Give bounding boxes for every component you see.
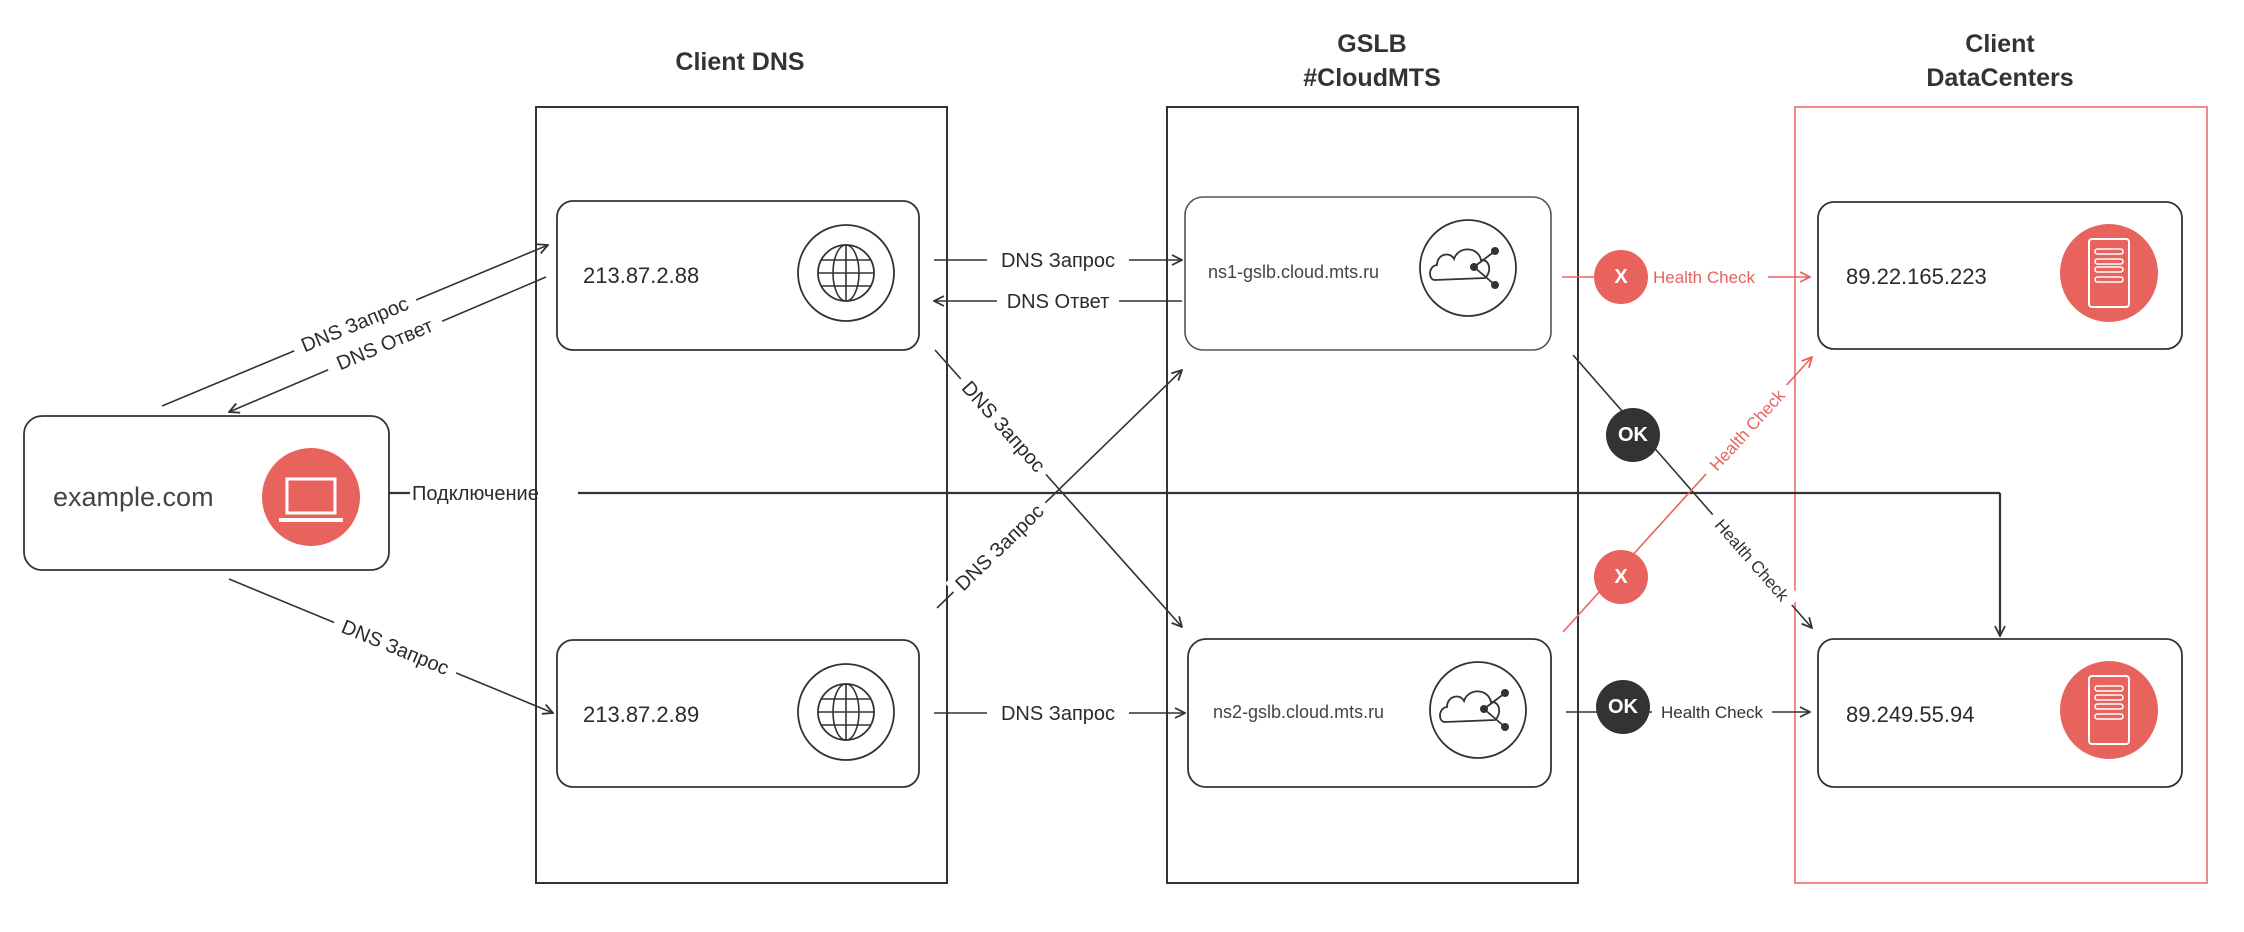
node-dns2-label: 213.87.2.89 [583,702,699,727]
column-title-datacenters: Client [1965,30,2035,58]
edge-ns1-to-dns1: DNS Ответ [934,288,1182,314]
status-badge-fail [1594,250,1648,304]
client-dns-column [535,106,948,884]
edge-label-client-to-dns2: DNS Запрос [338,616,452,680]
cloud-network-icon [1429,661,1527,759]
server-icon [2060,224,2158,322]
node-ns2-label: ns2-gslb.cloud.mts.ru [1213,702,1384,722]
edge-label-connection: Подключение [412,483,539,505]
edge-label-ns2-to-dc2: Health Check [1661,703,1764,722]
status-badge-text: OK [1608,696,1639,718]
globe-icon [797,663,895,761]
gslb-column [1166,106,1579,884]
edge-ns2-to-dc2: Health Check OK [1566,680,1810,734]
edge-dns2-to-ns2: DNS Запрос [934,700,1185,726]
status-badge-ok [1606,408,1660,462]
node-dns2[interactable]: 213.87.2.89 [556,639,920,788]
datacenters-column [1794,106,2208,884]
edge-label-ns1-to-dc2: Health Check [1711,516,1793,606]
column-title-gslb-sub: #CloudMTS [1303,64,1441,92]
laptop-icon [262,448,360,546]
edge-label-dns2-to-ns2: DNS Запрос [1001,703,1115,725]
edge-connection: Подключение [389,483,2000,636]
status-badge-text: X [1614,566,1628,588]
node-ns1-label: ns1-gslb.cloud.mts.ru [1208,262,1379,282]
status-badge-text: OK [1618,424,1649,446]
node-client[interactable]: example.com [23,415,390,571]
node-dc2[interactable]: 89.249.55.94 [1817,638,2183,788]
edge-label-ns1-to-dc1: Health Check [1653,268,1756,287]
edge-dns1-to-ns1: DNS Запрос [934,247,1182,273]
node-dns1-label: 213.87.2.88 [583,263,699,288]
globe-icon [797,224,895,322]
edge-dns1-to-client: DNS Ответ [229,276,547,412]
edge-ns1-to-dc1: Health Check X [1562,250,1810,304]
edge-label-ns1-to-dns1: DNS Ответ [1007,291,1110,313]
server-icon [2060,661,2158,759]
status-badge-ok [1596,680,1650,734]
node-dns1[interactable]: 213.87.2.88 [556,200,920,351]
column-title-client-dns: Client DNS [675,48,804,76]
node-ns1[interactable]: ns1-gslb.cloud.mts.ru [1184,196,1552,351]
edge-label-dns1-to-ns1: DNS Запрос [1001,250,1115,272]
node-client-label: example.com [53,482,214,512]
cloud-network-icon [1419,219,1517,317]
column-title-gslb: GSLB [1337,30,1406,58]
status-badge-fail [1594,550,1648,604]
node-dc2-label: 89.249.55.94 [1846,702,1974,727]
edge-label-dns2-to-ns1: DNS Запрос [951,500,1048,595]
node-dc1[interactable]: 89.22.165.223 [1817,201,2183,350]
node-ns2[interactable]: ns2-gslb.cloud.mts.ru [1187,638,1552,788]
edge-client-to-dns2: DNS Запрос [228,578,553,713]
status-badge-text: X [1614,266,1628,288]
edge-client-to-dns1: DNS Запрос [161,245,548,407]
node-dc1-label: 89.22.165.223 [1846,264,1987,289]
edge-label-ns2-to-dc1: Health Check [1706,386,1789,475]
column-title-datacenters-sub: DataCenters [1926,64,2073,92]
edge-label-dns1-to-ns2: DNS Запрос [957,377,1049,477]
